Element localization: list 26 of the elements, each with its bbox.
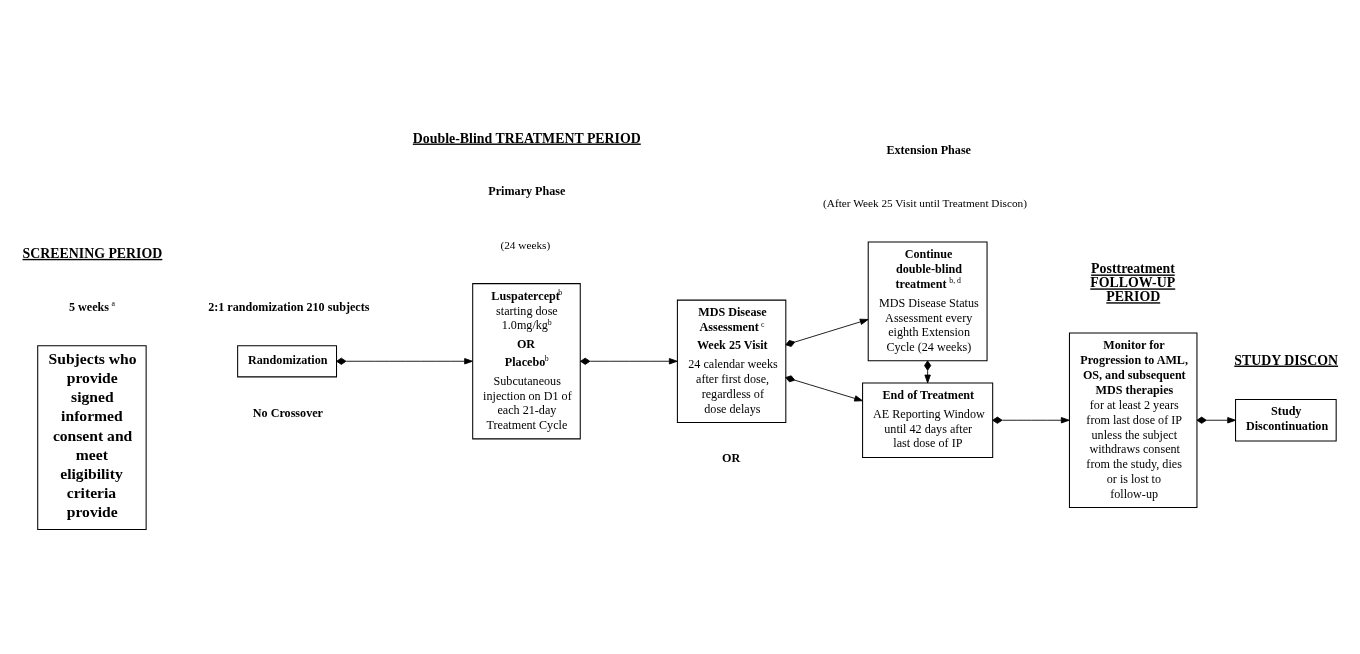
node-box: End of Treatment AE Reporting Window until 42 days after last dose of IP: [862, 382, 994, 459]
label: SCREENING PERIOD: [22, 245, 163, 261]
arrow: [992, 416, 1070, 424]
arrow: [785, 318, 869, 347]
node-box: Monitor for Progression to AML, OS, and subsequent MDS therapies for at least 2 years from last dose of IP unless the subject withdraws consent from the study, dies or is lost to follow-up: [1068, 332, 1198, 508]
label: OR: [722, 451, 741, 466]
label: (After Week 25 Visit until Treatment Discon): [823, 197, 1028, 210]
arrow: [580, 357, 678, 365]
node-box: MDS Disease Assessment $^{c}$ Week 25 Visit 24 calendar weeks after first dose, regardless of dose delays: [676, 299, 787, 423]
arrow: [1196, 416, 1236, 424]
label: Double-Blind TREATMENT PERIOD: [412, 130, 641, 146]
node-box: Continue double-blind treatment $^{b, d}$ MDS Disease Status Assessment every eighth Extension Cycle (24 weeks): [867, 241, 988, 362]
node-box: Randomization: [237, 345, 338, 378]
label: 5 weeks $^{a}$: [68, 299, 115, 314]
label: No Crossover: [252, 405, 323, 420]
node-box: Luspatercept$^{b}$ starting dose 1.0mg/kg$^{b}$ OR Placebo$^{b}$ Subcutaneous injection on D1 of each 21-day Treatment Cycle: [472, 283, 581, 440]
label: 2:1 randomization 210 subjects: [208, 299, 370, 314]
arrow: [336, 357, 473, 365]
label: Posttreatment FOLLOW-UP PERIOD: [1090, 261, 1176, 305]
arrow: [785, 375, 863, 402]
node-box: Study Discontinuation: [1235, 398, 1337, 442]
label: STUDY DISCON: [1234, 352, 1339, 368]
node-box: Subjects who provide signed informed consent and meet eligibility criteria provide: [37, 345, 147, 531]
label: (24 weeks): [500, 238, 551, 251]
label: Primary Phase: [488, 184, 566, 199]
label: Extension Phase: [886, 142, 971, 157]
